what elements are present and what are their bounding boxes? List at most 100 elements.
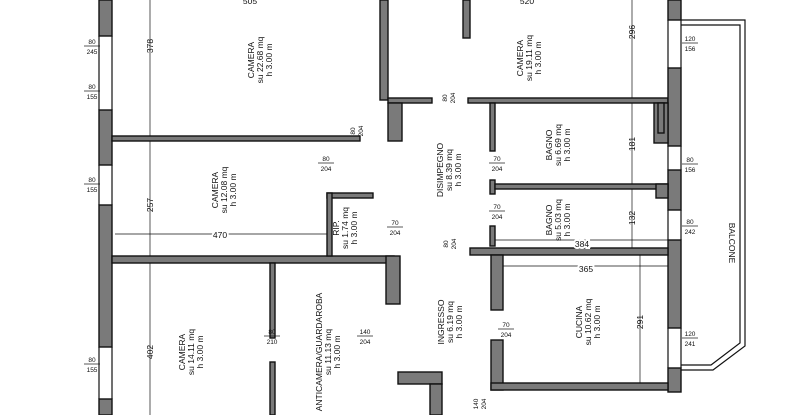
svg-text:su 11.13 mq: su 11.13 mq	[323, 329, 333, 375]
room-label-camera-4: CAMERA su 14.11 mq h 3.00 m	[177, 329, 205, 375]
svg-text:80: 80	[442, 94, 449, 102]
dim-top-left: 505	[243, 0, 257, 6]
wall	[469, 247, 669, 256]
svg-text:80: 80	[88, 177, 96, 184]
svg-text:h 3.00 m: h 3.00 m	[228, 173, 238, 206]
wall	[667, 67, 682, 147]
wall	[489, 179, 496, 195]
svg-text:204: 204	[390, 230, 401, 237]
svg-text:140: 140	[360, 329, 371, 336]
svg-text:155: 155	[87, 94, 98, 101]
svg-text:70: 70	[493, 204, 501, 211]
wall	[397, 371, 443, 385]
svg-text:204: 204	[492, 166, 503, 173]
svg-text:204: 204	[451, 238, 458, 249]
wall	[385, 255, 401, 305]
svg-text:204: 204	[481, 398, 488, 409]
dim-378: 378	[145, 39, 155, 53]
svg-text:CAMERA: CAMERA	[246, 41, 256, 78]
svg-text:h 3.00 m: h 3.00 m	[533, 41, 543, 74]
svg-text:su 1.74 mq: su 1.74 mq	[340, 207, 350, 249]
svg-text:120: 120	[685, 36, 696, 43]
wall	[667, 169, 682, 211]
svg-text:h 3.00 m: h 3.00 m	[332, 335, 342, 368]
svg-text:CUCINA: CUCINA	[574, 305, 584, 338]
room-label-camera-1: CAMERA su 22.68 mq h 3.00 m	[246, 36, 274, 83]
svg-text:80: 80	[88, 84, 96, 91]
wall	[269, 262, 276, 339]
svg-text:80: 80	[268, 329, 276, 336]
svg-text:su 22.68 mq: su 22.68 mq	[255, 36, 265, 83]
svg-text:80: 80	[350, 127, 357, 135]
wall	[494, 183, 669, 190]
dim-402: 402	[145, 345, 155, 359]
dim-132: 132	[627, 211, 637, 225]
wall	[467, 97, 669, 104]
wall	[490, 254, 504, 311]
svg-text:su 6.19 mq: su 6.19 mq	[445, 301, 455, 343]
wall	[667, 367, 682, 393]
svg-text:80: 80	[322, 156, 330, 163]
balcone-label: BALCONE	[727, 223, 737, 264]
svg-text:156: 156	[685, 46, 696, 53]
svg-text:su 6.69 mq: su 6.69 mq	[553, 124, 563, 166]
wall	[111, 135, 361, 142]
svg-text:210: 210	[267, 339, 278, 346]
room-label-camera-3: CAMERA su 12.08 mq h 3.00 m	[210, 166, 238, 213]
svg-text:h 3.00 m: h 3.00 m	[454, 305, 464, 338]
svg-text:su 5.03 mq: su 5.03 mq	[553, 199, 563, 241]
svg-text:70: 70	[502, 322, 510, 329]
room-label-disimpegno: DISIMPEGNO su 8.39 mq h 3.00 m	[435, 142, 463, 197]
wall	[667, 239, 682, 329]
svg-text:155: 155	[87, 187, 98, 194]
svg-text:204: 204	[450, 92, 457, 103]
svg-text:204: 204	[321, 166, 332, 173]
dim-384: 384	[575, 239, 589, 249]
room-label-bagno-1: BAGNO su 6.69 mq h 3.00 m	[544, 124, 572, 166]
wall	[655, 183, 669, 199]
svg-text:CAMERA: CAMERA	[210, 171, 220, 208]
svg-text:RIP.: RIP.	[331, 220, 341, 235]
dim-257: 257	[145, 198, 155, 212]
walls	[98, 0, 682, 415]
dim-365: 365	[579, 264, 593, 274]
dimension-lines	[115, 0, 668, 415]
svg-text:su 19.11 mq: su 19.11 mq	[524, 35, 534, 81]
balcony-outline	[681, 19, 746, 371]
wall	[462, 0, 471, 39]
svg-text:155: 155	[87, 367, 98, 374]
wall	[98, 398, 113, 415]
svg-text:CAMERA: CAMERA	[177, 333, 187, 370]
wall	[387, 102, 403, 142]
svg-text:80: 80	[686, 219, 694, 226]
svg-text:h 3.00 m: h 3.00 m	[592, 305, 602, 338]
svg-text:h 3.00 m: h 3.00 m	[562, 128, 572, 161]
svg-text:156: 156	[685, 167, 696, 174]
svg-text:INGRESSO: INGRESSO	[436, 299, 446, 344]
svg-text:CAMERA: CAMERA	[515, 39, 525, 76]
balcony-outline	[681, 24, 741, 366]
svg-text:80: 80	[88, 39, 96, 46]
wall	[667, 0, 682, 21]
svg-text:80: 80	[88, 357, 96, 364]
wall	[489, 102, 496, 152]
wall	[111, 255, 395, 264]
dim-181: 181	[627, 137, 637, 151]
svg-text:204: 204	[360, 339, 371, 346]
room-label-ingresso: INGRESSO su 6.19 mq h 3.00 m	[436, 299, 464, 344]
wall	[490, 382, 669, 391]
